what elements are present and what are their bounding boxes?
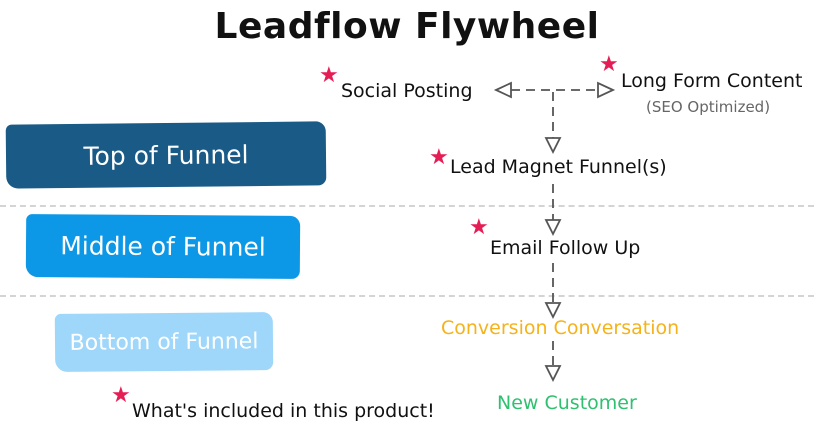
arrowhead-down — [544, 219, 562, 237]
node-lead-magnet: Lead Magnet Funnel(s) — [450, 156, 667, 178]
divider-middle-bottom — [0, 295, 814, 297]
node-social-posting: Social Posting — [341, 80, 473, 102]
node-new-customer: New Customer — [497, 392, 637, 414]
arrowhead-left — [493, 81, 512, 99]
star-icon: ★ — [111, 383, 131, 408]
node-email-follow-up: Email Follow Up — [490, 237, 641, 259]
node-long-form-subtitle: (SEO Optimized) — [646, 98, 771, 116]
arrowhead-down — [544, 365, 562, 383]
arrowhead-right — [597, 81, 616, 99]
node-long-form-content: Long Form Content — [621, 70, 803, 92]
star-icon: ★ — [469, 215, 489, 240]
star-icon: ★ — [319, 63, 339, 88]
node-conversion-conversation: Conversion Conversation — [441, 317, 680, 339]
diagram-title: Leadflow Flywheel — [214, 6, 600, 47]
star-icon: ★ — [429, 145, 449, 170]
arrowhead-down — [544, 302, 562, 320]
arrowhead-down — [544, 137, 562, 155]
star-icon: ★ — [599, 52, 619, 77]
divider-top-middle — [0, 205, 814, 207]
legend-text: What's included in this product! — [132, 400, 435, 422]
